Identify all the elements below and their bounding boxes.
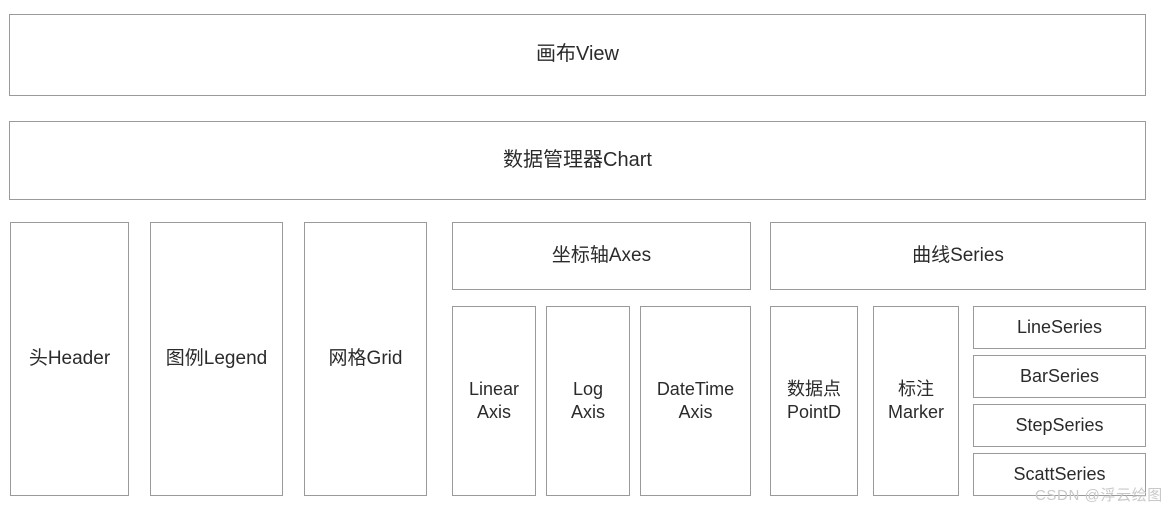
node-chart: 数据管理器Chart bbox=[9, 121, 1146, 200]
node-view-label: 画布View bbox=[536, 43, 619, 66]
node-chart-label: 数据管理器Chart bbox=[503, 148, 652, 171]
node-scatter-series: ScattSeries bbox=[973, 453, 1146, 496]
node-datetime-axis-label: DateTime Axis bbox=[656, 378, 735, 422]
node-legend-label: 图例Legend bbox=[165, 347, 268, 369]
node-log-axis: Log Axis bbox=[546, 306, 630, 496]
node-bar-series-label: BarSeries bbox=[1019, 365, 1100, 386]
node-header-label: 头Header bbox=[28, 347, 111, 369]
node-line-series: LineSeries bbox=[973, 306, 1146, 349]
node-log-axis-label: Log Axis bbox=[570, 378, 605, 422]
node-grid-label: 网格Grid bbox=[328, 347, 403, 369]
node-grid: 网格Grid bbox=[304, 222, 427, 496]
node-bar-series: BarSeries bbox=[973, 355, 1146, 398]
node-step-series-label: StepSeries bbox=[1015, 414, 1104, 435]
node-linear-axis-label: Linear Axis bbox=[468, 378, 520, 422]
node-linear-axis: Linear Axis bbox=[452, 306, 536, 496]
node-view: 画布View bbox=[9, 14, 1146, 96]
node-datetime-axis: DateTime Axis bbox=[640, 306, 751, 496]
node-legend: 图例Legend bbox=[150, 222, 283, 496]
node-header: 头Header bbox=[10, 222, 129, 496]
node-series-group-label: 曲线Series bbox=[912, 244, 1004, 266]
node-marker-label: 标注 Marker bbox=[887, 378, 944, 422]
node-axes-group-label: 坐标轴Axes bbox=[551, 244, 652, 266]
node-step-series: StepSeries bbox=[973, 404, 1146, 447]
node-axes-group: 坐标轴Axes bbox=[452, 222, 751, 290]
node-point-data-label: 数据点 PointD bbox=[786, 378, 842, 422]
node-line-series-label: LineSeries bbox=[1016, 316, 1103, 337]
node-scatter-series-label: ScattSeries bbox=[1013, 463, 1106, 484]
node-point-data: 数据点 PointD bbox=[770, 306, 858, 496]
node-series-group: 曲线Series bbox=[770, 222, 1146, 290]
node-marker: 标注 Marker bbox=[873, 306, 959, 496]
